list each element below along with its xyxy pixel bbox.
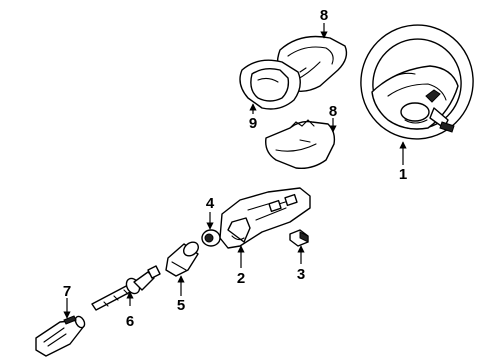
shroud-bezel xyxy=(239,59,301,110)
callout-5: 5 xyxy=(177,297,185,314)
lower-shroud xyxy=(265,119,336,170)
steering-column-assembly xyxy=(219,187,311,249)
callout-1: 1 xyxy=(399,166,407,183)
callout-6: 6 xyxy=(126,313,134,330)
callout-8-lower: 8 xyxy=(329,103,337,120)
callout-3: 3 xyxy=(297,266,305,283)
steering-wheel xyxy=(360,24,474,140)
callout-4: 4 xyxy=(206,195,215,212)
retaining-clip xyxy=(289,229,309,247)
intermediate-shaft xyxy=(91,265,161,311)
callout-9: 9 xyxy=(249,115,257,132)
callout-7: 7 xyxy=(63,283,71,300)
column-bearing-sleeve xyxy=(165,241,200,277)
lock-cylinder-cap xyxy=(201,229,221,247)
callout-2: 2 xyxy=(237,270,245,287)
callout-8-upper: 8 xyxy=(320,7,328,24)
lower-shaft-coupling xyxy=(35,315,86,357)
